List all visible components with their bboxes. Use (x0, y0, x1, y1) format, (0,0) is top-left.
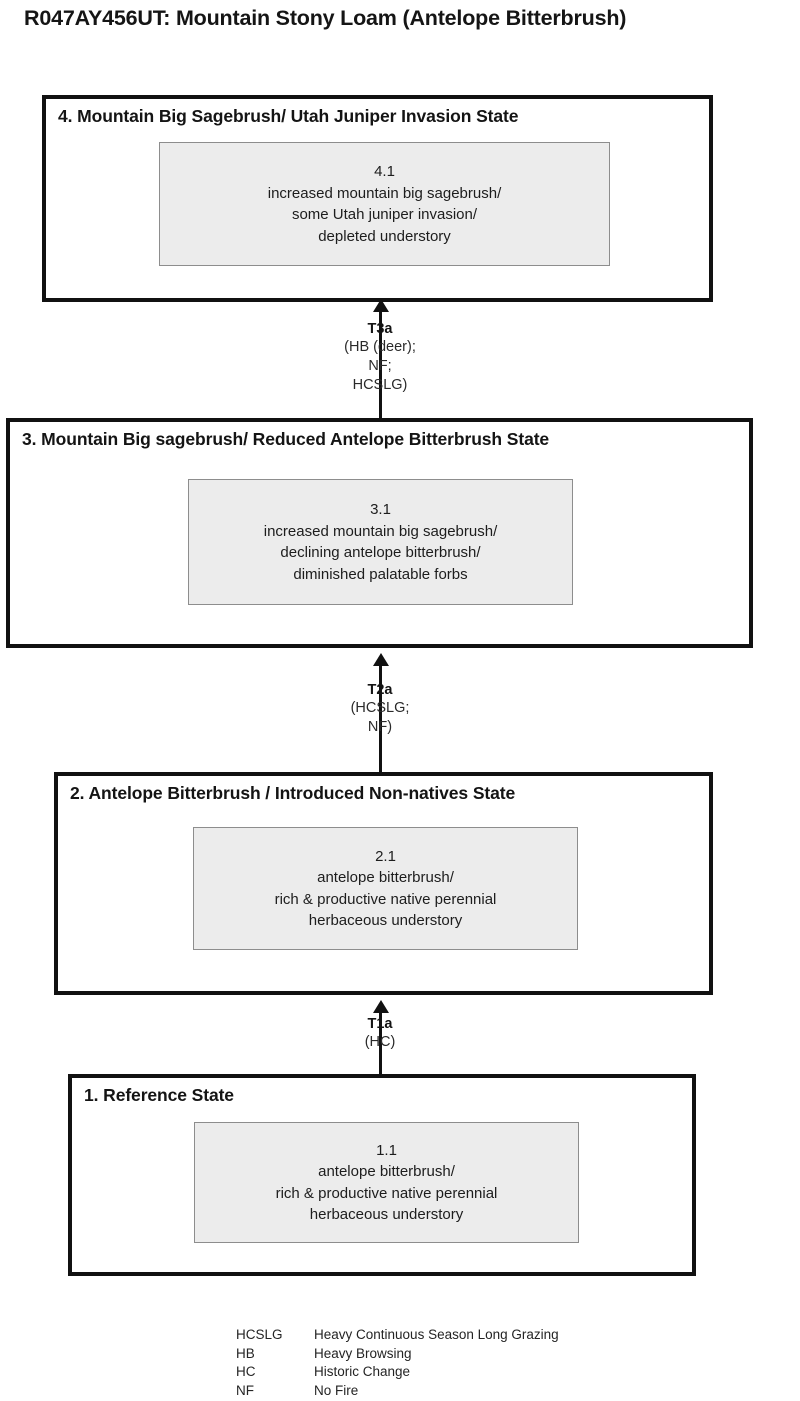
phase-line: increased mountain big sagebrush/ (267, 184, 502, 202)
transition-driver: NF) (367, 719, 393, 735)
state-box-1[interactable]: 1. Reference State 1.1 antelope bitterbr… (68, 1074, 696, 1276)
legend-definition: No Fire (314, 1382, 359, 1398)
phase-line: antelope bitterbrush/ (318, 1163, 455, 1180)
transition-label-t3a[interactable]: T3a (HB (deer); NF; HCSLG) (280, 320, 480, 395)
legend-definition: Historic Change (314, 1364, 411, 1379)
phase-box-3-1[interactable]: 3.1 increased mountain big sagebrush/ de… (188, 479, 573, 605)
transition-code: T1a (367, 1016, 393, 1032)
state-box-2[interactable]: 2. Antelope Bitterbrush / Introduced Non… (54, 772, 713, 995)
phase-line: 4.1 (374, 163, 395, 180)
page-title: R047AY456UT: Mountain Stony Loam (Antelo… (24, 6, 627, 30)
transition-code: T2a (367, 682, 393, 698)
phase-line: rich & productive native perennial (275, 1184, 498, 1202)
phase-line: diminished palatable forbs (293, 565, 468, 583)
phase-box-2-1[interactable]: 2.1 antelope bitterbrush/ rich & product… (193, 827, 578, 950)
legend-definition: Heavy Browsing (314, 1345, 412, 1361)
phase-line: rich & productive native perennial (274, 890, 497, 908)
legend-abbreviation: NF (236, 1382, 254, 1398)
transition-driver: (HB (deer); (344, 339, 416, 355)
transition-arrow-stem-t1a (379, 1011, 382, 1076)
transition-arrow-stem-t2a (379, 664, 382, 772)
phase-line: antelope bitterbrush/ (317, 869, 454, 886)
phase-line: 3.1 (370, 501, 391, 518)
legend-abbreviation: HC (236, 1364, 256, 1379)
transition-arrow-head-t2a (372, 653, 389, 666)
phase-box-1-1[interactable]: 1.1 antelope bitterbrush/ rich & product… (194, 1122, 579, 1243)
legend-abbreviation: HB (236, 1345, 255, 1361)
phase-line: depleted understory (318, 227, 451, 245)
state-title-1: 1. Reference State (84, 1085, 234, 1105)
transition-code: T3a (367, 321, 393, 337)
phase-line: herbaceous understory (308, 912, 463, 929)
state-box-3[interactable]: 3. Mountain Big sagebrush/ Reduced Antel… (6, 418, 753, 648)
state-title-4: 4. Mountain Big Sagebrush/ Utah Juniper … (58, 106, 519, 126)
transition-arrow-head-t1a (372, 1000, 389, 1013)
legend-row: HB Heavy Browsing (236, 1345, 559, 1364)
phase-line: increased mountain big sagebrush/ (263, 522, 498, 540)
phase-box-4-1[interactable]: 4.1 increased mountain big sagebrush/ so… (159, 142, 610, 266)
transition-driver: HCSLG) (352, 377, 408, 393)
transition-arrow-head-t3a (372, 299, 389, 312)
transition-label-t1a[interactable]: T1a (HC) (300, 1015, 460, 1052)
state-box-4[interactable]: 4. Mountain Big Sagebrush/ Utah Juniper … (42, 95, 713, 302)
state-title-2: 2. Antelope Bitterbrush / Introduced Non… (70, 783, 516, 803)
transition-arrow-stem-t3a (379, 310, 382, 418)
legend-row: HC Historic Change (236, 1363, 559, 1382)
transition-driver: (HCSLG; (350, 700, 410, 716)
phase-line: declining antelope bitterbrush/ (280, 544, 481, 561)
legend: HCSLG Heavy Continuous Season Long Grazi… (236, 1326, 559, 1400)
transition-label-t2a[interactable]: T2a (HCSLG; NF) (290, 681, 470, 737)
legend-row: NF No Fire (236, 1382, 559, 1401)
legend-definition: Heavy Continuous Season Long Grazing (314, 1327, 559, 1342)
phase-line: 2.1 (375, 847, 396, 865)
state-title-3: 3. Mountain Big sagebrush/ Reduced Antel… (22, 429, 550, 449)
legend-row: HCSLG Heavy Continuous Season Long Grazi… (236, 1326, 559, 1345)
phase-line: 1.1 (376, 1141, 397, 1159)
transition-driver: NF; (368, 358, 392, 374)
transition-driver: (HC) (364, 1034, 396, 1050)
phase-line: some Utah juniper invasion/ (291, 206, 478, 223)
phase-line: herbaceous understory (309, 1206, 464, 1223)
legend-abbreviation: HCSLG (236, 1327, 283, 1342)
